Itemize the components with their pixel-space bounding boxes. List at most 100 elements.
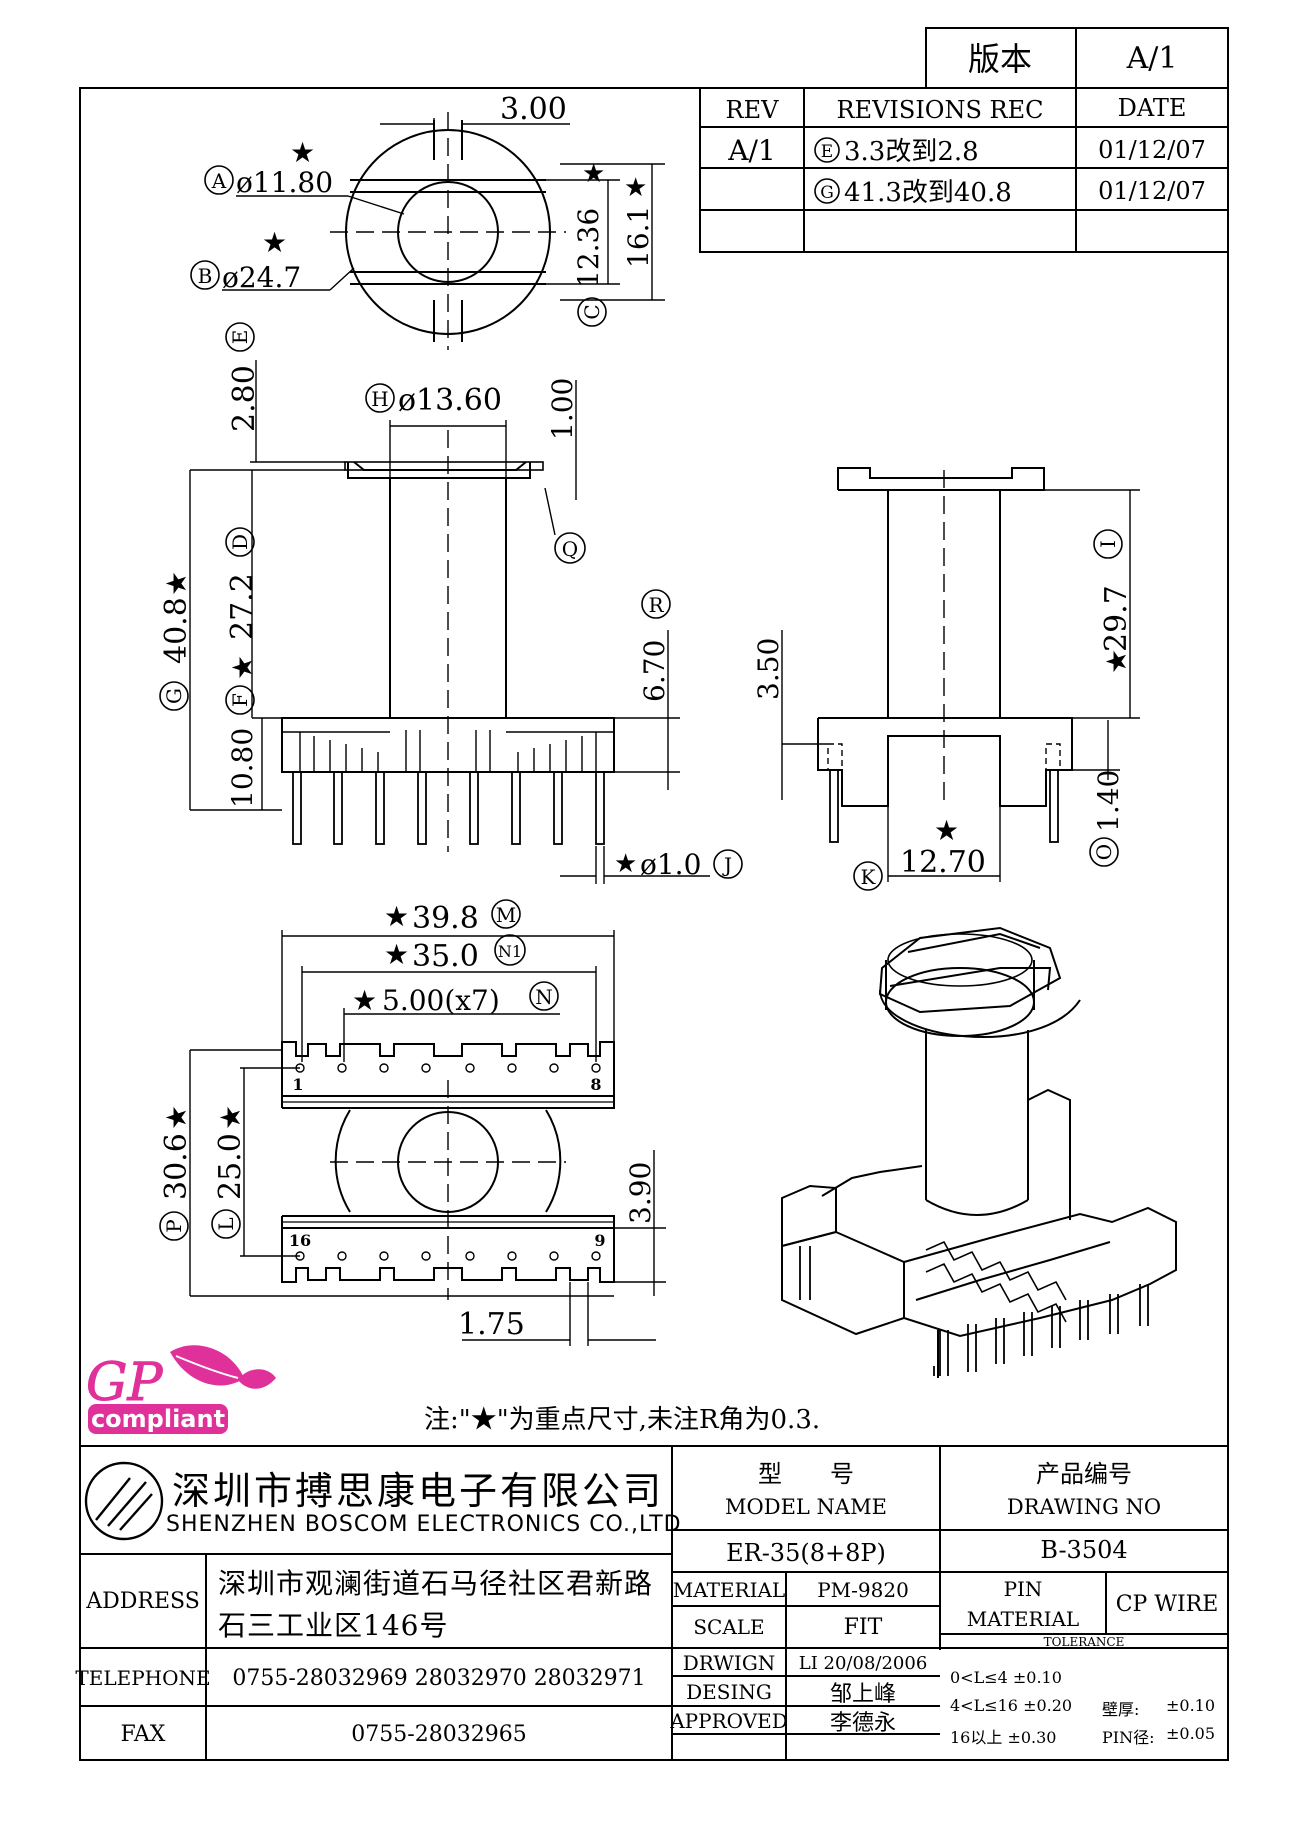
rev-header: REV: [726, 96, 780, 124]
dim-h-value: ø13.60: [398, 383, 502, 418]
front-view: 2.80 E H ø13.60 1.00 Q D 27.2 ★ G 40.8 ★…: [159, 322, 743, 884]
telephone-value: 0755-28032969 28032970 28032971: [232, 1665, 646, 1691]
design-label: DESING: [686, 1680, 772, 1704]
tolerance-range-2: 4<L≤16 ±0.20: [950, 1696, 1073, 1715]
company-name-en: SHENZHEN BOSCOM ELECTRONICS CO.,LTD: [166, 1512, 682, 1537]
dim-k-value: 12.70: [900, 845, 986, 880]
tolerance-range-1: 0<L≤4 ±0.10: [950, 1668, 1062, 1687]
title-block-grid: [80, 1445, 1228, 1760]
rev-row1-rev: A/1: [727, 134, 775, 167]
dim-b-label: B: [198, 264, 213, 288]
address-line1: 深圳市观澜街道石马径社区君新路: [218, 1567, 654, 1600]
dim-n-label: N: [535, 985, 553, 1009]
address-label: ADDRESS: [86, 1588, 200, 1614]
leaf-icon: [170, 1345, 244, 1386]
svg-text:★: ★: [582, 159, 605, 189]
telephone-label: TELEPHONE: [75, 1666, 211, 1690]
svg-text:★: ★: [226, 655, 259, 680]
rev-row2-mark: G: [820, 183, 834, 203]
version-value: A/1: [1126, 41, 1178, 76]
dim-f-value: 10.80: [226, 728, 259, 808]
version-label: 版本: [968, 40, 1032, 78]
pin-material-value: CP WIRE: [1115, 1591, 1219, 1617]
material-value: PM-9820: [817, 1578, 909, 1602]
dim-i-value: 29.7: [1099, 585, 1134, 652]
dim-a-value: ø11.80: [236, 166, 333, 199]
model-label-en: MODEL NAME: [725, 1495, 887, 1519]
rev-row2-text: 41.3改到40.8: [844, 178, 1012, 208]
dim-d-value: 27.2: [225, 573, 260, 640]
drawn-label: DRWIGN: [682, 1651, 776, 1675]
pin-material-label-1: PIN: [1003, 1577, 1043, 1601]
pin-8-label: 8: [590, 1075, 601, 1094]
svg-text:★: ★: [214, 1105, 247, 1130]
drawing-note: 注:"★"为重点尺寸,未注R角为0.3.: [424, 1405, 820, 1435]
svg-text:★: ★: [290, 136, 315, 169]
approved-value: 李德永: [829, 1711, 896, 1736]
dim-top-step: 1.00: [546, 378, 579, 440]
dim-m-label: M: [496, 903, 516, 927]
dim-q-label: Q: [562, 537, 578, 561]
rev-row2-date: 01/12/07: [1098, 177, 1206, 205]
rec-header: REVISIONS REC: [836, 96, 1043, 124]
drawing-label-cn: 产品编号: [1036, 1459, 1132, 1488]
dim-r-value: 6.70: [638, 640, 671, 702]
svg-text:★: ★: [614, 849, 637, 879]
dim-p-label: P: [162, 1219, 186, 1232]
pin-dia-label: PIN径:: [1102, 1728, 1155, 1747]
dim-o-value: 1.40: [1092, 770, 1125, 832]
dim-p-value: 30.6: [159, 1133, 194, 1200]
bottom-view: ★ 39.8 M ★ 35.0 N1 ★ 5.00(x7) N 1 8: [159, 899, 666, 1346]
dim-f-label: F: [228, 693, 252, 707]
dim-n-value: 5.00(x7): [382, 984, 500, 1017]
logo-brand: GP: [86, 1353, 164, 1413]
company-name-cn: 深圳市搏思康电子有限公司: [172, 1469, 665, 1513]
tolerance-range-3: 16以上 ±0.30: [950, 1728, 1057, 1747]
compliant-badge: [88, 1404, 228, 1434]
dim-m-value: 39.8: [412, 901, 479, 936]
fax-value: 0755-28032965: [351, 1721, 527, 1747]
drawn-value: LI 20/08/2006: [798, 1652, 928, 1674]
dim-g-value: 40.8: [159, 597, 194, 664]
date-header: DATE: [1118, 94, 1187, 122]
svg-text:★: ★: [352, 984, 377, 1017]
dim-base-depth: 3.90: [624, 1162, 657, 1224]
dim-c-label: C: [580, 304, 604, 319]
dim-n1-label: N1: [498, 942, 522, 961]
scale-value: FIT: [843, 1614, 883, 1640]
pin-material-label-2: MATERIAL: [966, 1607, 1080, 1631]
dim-e-value: 2.80: [227, 365, 262, 432]
rev-row1-date: 01/12/07: [1098, 136, 1206, 164]
revision-table: REV REVISIONS REC DATE A/1 E 3.3改到2.8 01…: [699, 87, 1229, 253]
front-pins: [292, 771, 605, 845]
dim-g-label: G: [162, 688, 186, 704]
drawing-value: B-3504: [1040, 1536, 1128, 1564]
dim-side-step: 3.50: [752, 638, 785, 700]
svg-text:★: ★: [160, 571, 193, 596]
pin-dia-value: ±0.05: [1166, 1724, 1216, 1743]
svg-text:★: ★: [934, 814, 959, 847]
tolerance-label: TOLERANCE: [1043, 1634, 1125, 1649]
dim-pin-offset: 1.75: [458, 1307, 525, 1342]
leaf-small-icon: [238, 1369, 276, 1389]
wall-label: 壁厚:: [1102, 1700, 1140, 1719]
fax-label: FAX: [120, 1721, 166, 1747]
svg-text:★: ★: [262, 226, 287, 259]
pin-16-label: 16: [289, 1231, 311, 1250]
logo-badge: compliant: [91, 1405, 225, 1433]
isometric-view: [781, 926, 1177, 1378]
pin-9-label: 9: [594, 1231, 605, 1250]
wall-value: ±0.10: [1166, 1696, 1216, 1715]
dim-j-label: J: [722, 853, 732, 877]
material-label: MATERIAL: [672, 1578, 786, 1602]
dim-c-value: 12.36: [572, 208, 605, 288]
dim-b-value: ø24.7: [222, 261, 301, 294]
drawing-frame: [79, 87, 1229, 1761]
svg-text:★: ★: [624, 173, 647, 203]
gp-compliant-logo: GP compliant: [86, 1345, 276, 1434]
dim-n1-value: 35.0: [412, 939, 479, 974]
scale-label: SCALE: [693, 1615, 765, 1639]
model-label-cn: 型 号: [758, 1459, 854, 1488]
dim-h-label: H: [371, 387, 388, 411]
